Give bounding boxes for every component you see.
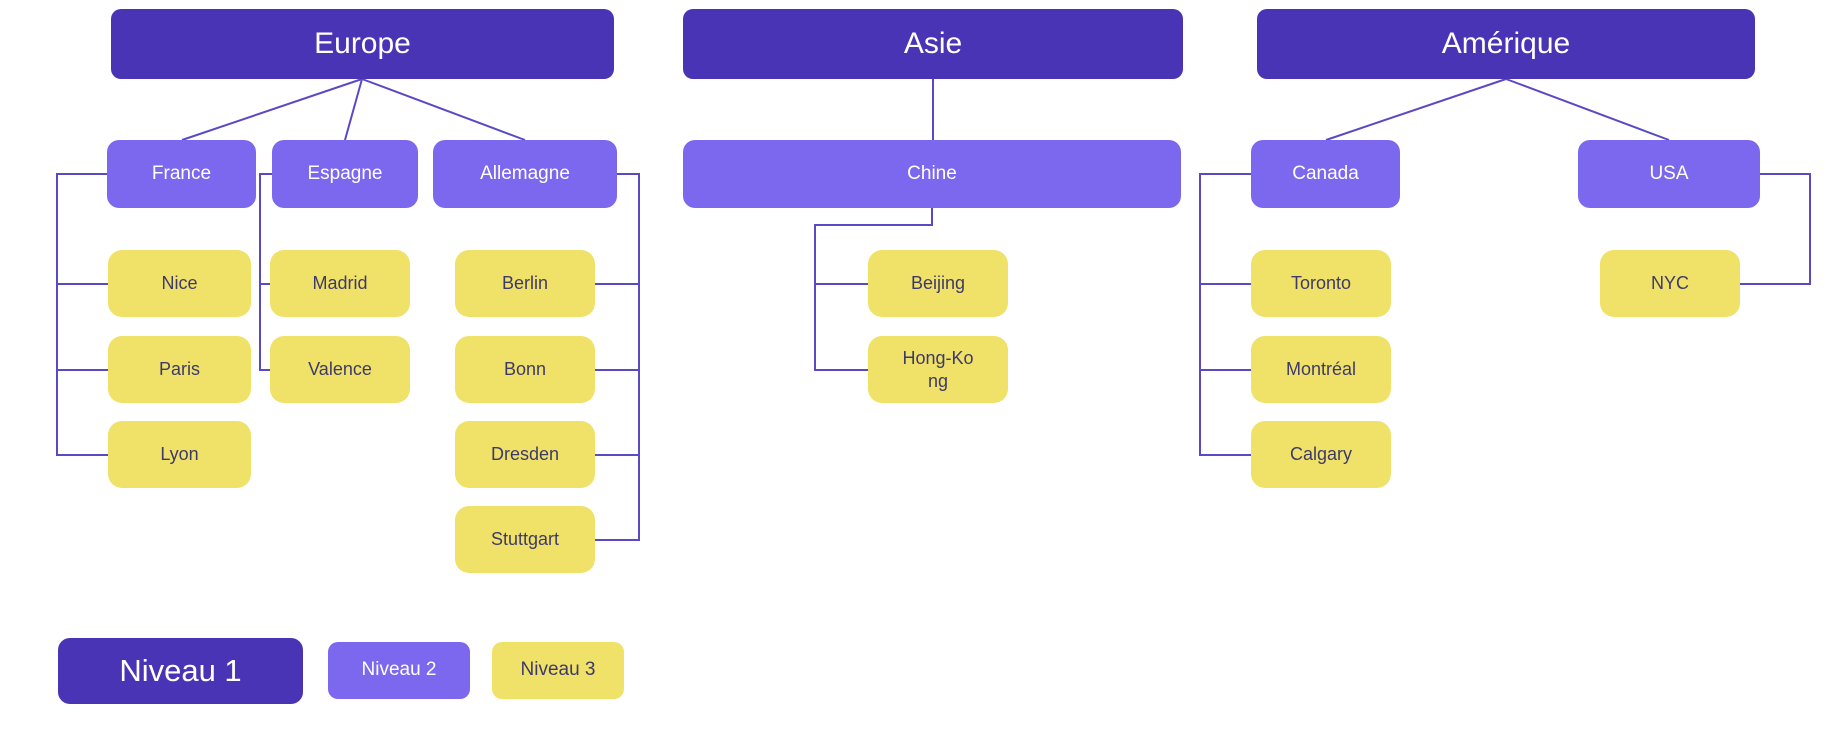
node-country-espagne: Espagne: [272, 140, 418, 208]
node-continent-asie: Asie: [683, 9, 1183, 79]
legend-niveau-3: Niveau 3: [492, 642, 624, 699]
connector-europe-france: [181, 78, 363, 141]
node-country-chine: Chine: [683, 140, 1181, 208]
connector-espagne-bracket: [259, 173, 272, 371]
node-city-hong-kong-label: Hong-Kong: [902, 348, 974, 391]
connector-france-bracket: [56, 173, 108, 456]
node-country-usa: USA: [1578, 140, 1760, 208]
connector-europe-allemagne: [361, 78, 526, 141]
connector-amerique-canada: [1325, 78, 1507, 141]
node-country-allemagne: Allemagne: [433, 140, 617, 208]
node-city-lyon: Lyon: [108, 421, 251, 488]
node-city-hong-kong: Hong-Kong: [868, 336, 1008, 403]
node-city-bonn: Bonn: [455, 336, 595, 403]
node-city-paris: Paris: [108, 336, 251, 403]
node-city-calgary: Calgary: [1251, 421, 1391, 488]
connector-chine-bracket: [814, 208, 933, 371]
node-continent-amerique: Amérique: [1257, 9, 1755, 79]
node-city-berlin: Berlin: [455, 250, 595, 317]
connector-canada-bracket: [1199, 173, 1251, 456]
node-city-valence: Valence: [270, 336, 410, 403]
connector-allemagne-bracket: [595, 173, 640, 541]
connector-usa-nyc: [1740, 173, 1811, 285]
node-city-stuttgart: Stuttgart: [455, 506, 595, 573]
node-country-france: France: [107, 140, 256, 208]
node-city-madrid: Madrid: [270, 250, 410, 317]
node-continent-europe: Europe: [111, 9, 614, 79]
node-country-canada: Canada: [1251, 140, 1400, 208]
connector-europe-espagne: [344, 78, 363, 141]
connector-amerique-usa: [1505, 78, 1670, 141]
legend-niveau-2: Niveau 2: [328, 642, 470, 699]
node-city-toronto: Toronto: [1251, 250, 1391, 317]
node-city-nice: Nice: [108, 250, 251, 317]
node-city-beijing: Beijing: [868, 250, 1008, 317]
node-city-montreal: Montréal: [1251, 336, 1391, 403]
legend-niveau-1: Niveau 1: [58, 638, 303, 704]
node-city-dresden: Dresden: [455, 421, 595, 488]
node-city-nyc: NYC: [1600, 250, 1740, 317]
